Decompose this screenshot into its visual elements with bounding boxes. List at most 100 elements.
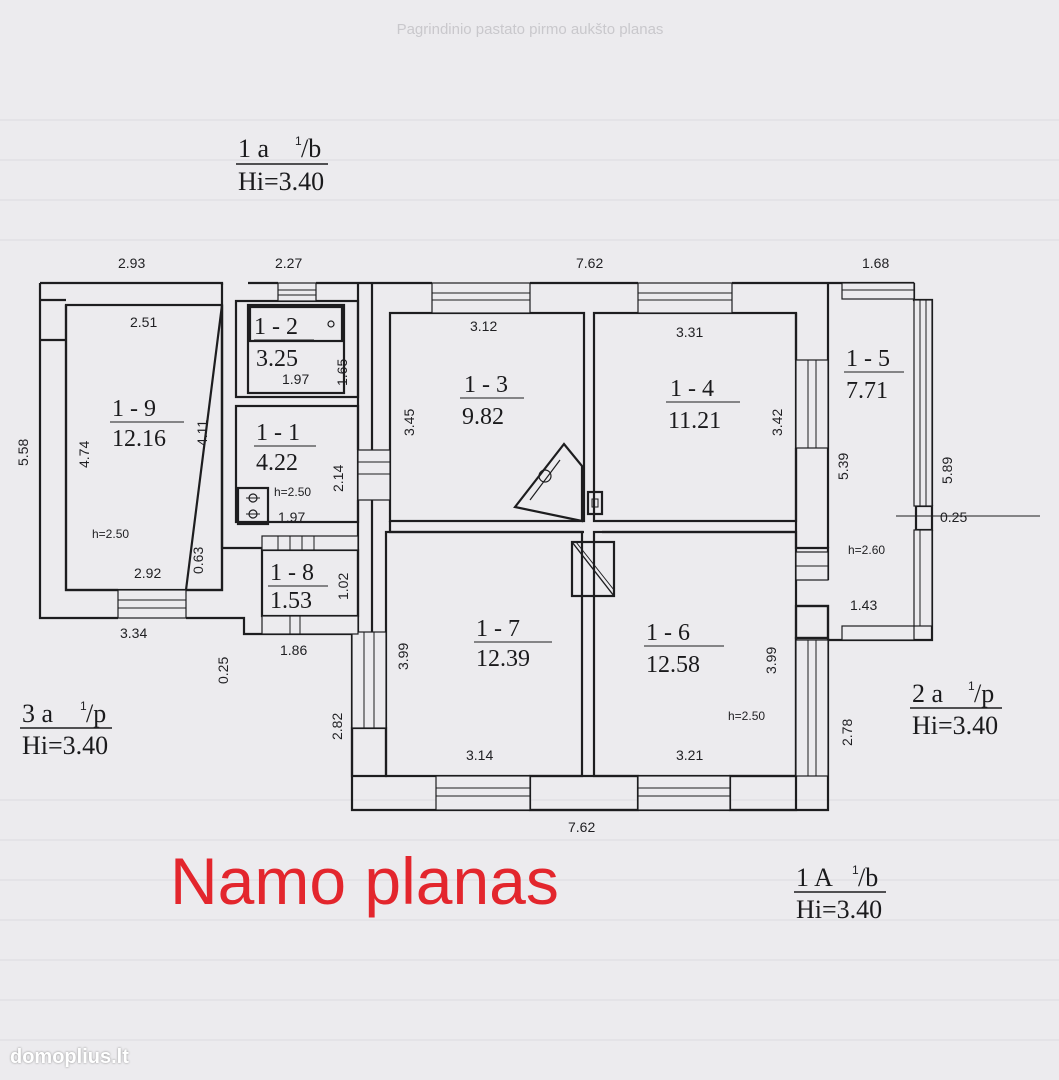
height-label: h=2.50 [92, 527, 129, 541]
room-area: 12.58 [646, 652, 700, 678]
dim-label: 2.78 [839, 719, 855, 746]
room-1-8: 1 - 8 1.53 [268, 560, 328, 614]
mark-height: Hi=3.40 [912, 711, 998, 740]
mark-suffix: /b [858, 863, 878, 892]
mark-code: 1 a [238, 134, 270, 163]
dim-label: 1.65 [334, 359, 350, 386]
dim-label: 2.51 [130, 314, 157, 330]
dim-label: 0.63 [190, 547, 206, 574]
room-id: 1 - 2 [254, 314, 298, 340]
dim-label: 1.68 [862, 255, 889, 271]
mark-left: 3 a 1 /p Hi=3.40 [20, 699, 112, 760]
room-area: 7.71 [846, 378, 888, 404]
room-area: 12.16 [112, 426, 166, 452]
dim-label: 3.14 [466, 747, 493, 763]
mark-code: 1 A [796, 863, 833, 892]
window-top-2 [431, 282, 531, 314]
room-1-3: 1 - 3 9.82 [460, 372, 524, 430]
window-top-1 [277, 282, 317, 302]
room-id: 1 - 7 [476, 616, 520, 642]
dim-label: 1.97 [278, 509, 305, 525]
room-id: 1 - 8 [270, 560, 314, 586]
mark-sup: 1 [852, 863, 859, 877]
dim-label: 5.39 [835, 453, 851, 480]
mark-right: 2 a 1 /p Hi=3.40 [910, 679, 1002, 740]
chimney-icon [586, 490, 604, 516]
dim-label: 3.99 [763, 647, 779, 674]
faint-page-header: Pagrindinio pastato pirmo aukšto planas [397, 21, 664, 38]
room-1-2: 1 - 2 3.25 [254, 314, 314, 372]
dim-label: 3.12 [470, 318, 497, 334]
window-1-9 [117, 589, 187, 619]
dim-label: 0.25 [940, 509, 967, 525]
mark-sup: 1 [968, 679, 975, 693]
door-1-8 [261, 535, 359, 551]
site-watermark: domoplius.lt [10, 1046, 129, 1068]
mark-sup: 1 [295, 134, 302, 148]
dim-label: 2.14 [330, 465, 346, 492]
fireplace-icon [513, 442, 584, 523]
dim-label: 3.21 [676, 747, 703, 763]
room-id: 1 - 9 [112, 396, 156, 422]
room-1-6: 1 - 6 12.58 [644, 620, 724, 678]
room-1-5: 1 - 5 7.71 [844, 346, 904, 404]
cooktop-icon [236, 486, 270, 526]
room-1-7: 1 - 7 12.39 [474, 616, 552, 672]
room-1-9: 1 - 9 12.16 [110, 396, 184, 452]
dim-label: 4.74 [76, 441, 92, 468]
window-top-4 [841, 282, 915, 300]
mark-height: Hi=3.40 [22, 731, 108, 760]
window-veranda-1 [913, 299, 933, 507]
dim-label: 3.31 [676, 324, 703, 340]
window-1-4 [795, 359, 829, 449]
fixtures [40, 298, 616, 598]
dim-label: 3.34 [120, 625, 147, 641]
dim-label: 5.58 [15, 439, 31, 466]
window-top-3 [637, 282, 733, 314]
dim-label: 1.97 [282, 371, 309, 387]
dim-label: 2.93 [118, 255, 145, 271]
door-1-8-bottom [261, 615, 359, 635]
mark-suffix: /b [301, 134, 321, 163]
window-1-6 [795, 639, 829, 777]
mark-sup: 1 [80, 699, 87, 713]
dim-label: 7.62 [576, 255, 603, 271]
door-1-1-1-3 [357, 449, 391, 501]
dim-label: 1.86 [280, 642, 307, 658]
window-bottom-1 [435, 775, 531, 811]
mark-bottom: 1 A 1 /b Hi=3.40 [794, 863, 886, 924]
mark-suffix: /p [974, 679, 994, 708]
dim-label: 0.25 [215, 657, 231, 684]
room-area: 12.39 [476, 646, 530, 672]
room-id: 1 - 3 [464, 372, 508, 398]
room-area: 9.82 [462, 404, 504, 430]
mark-height: Hi=3.40 [796, 895, 882, 924]
window-1-7 [351, 631, 387, 729]
dim-label: 3.42 [769, 409, 785, 436]
dim-label: 4.11 [194, 420, 210, 446]
window-bottom-2 [637, 775, 731, 811]
room-id: 1 - 4 [670, 376, 714, 402]
mark-top-left: 1 a 1 /b Hi=3.40 [236, 134, 328, 196]
room-1-1: 1 - 1 4.22 [254, 420, 316, 476]
mark-code: 3 a [22, 699, 54, 728]
dim-label: 2.82 [329, 713, 345, 740]
mark-suffix: /p [86, 699, 106, 728]
plan-caption: Namo planas [170, 844, 559, 918]
dim-label: 1.02 [335, 573, 351, 600]
stove-icon [248, 305, 344, 343]
window-veranda-2 [913, 529, 933, 627]
room-area: 1.53 [270, 588, 312, 614]
height-label: h=2.60 [848, 543, 885, 557]
windows [117, 282, 933, 811]
dim-label: 7.62 [568, 819, 595, 835]
room-id: 1 - 5 [846, 346, 890, 372]
room-id: 1 - 6 [646, 620, 690, 646]
height-label: h=2.50 [274, 485, 311, 499]
dim-label: 3.45 [401, 409, 417, 436]
room-1-4: 1 - 4 11.21 [666, 376, 740, 434]
mark-code: 2 a [912, 679, 944, 708]
window-veranda-3 [841, 625, 915, 641]
dim-label: 2.92 [134, 565, 161, 581]
